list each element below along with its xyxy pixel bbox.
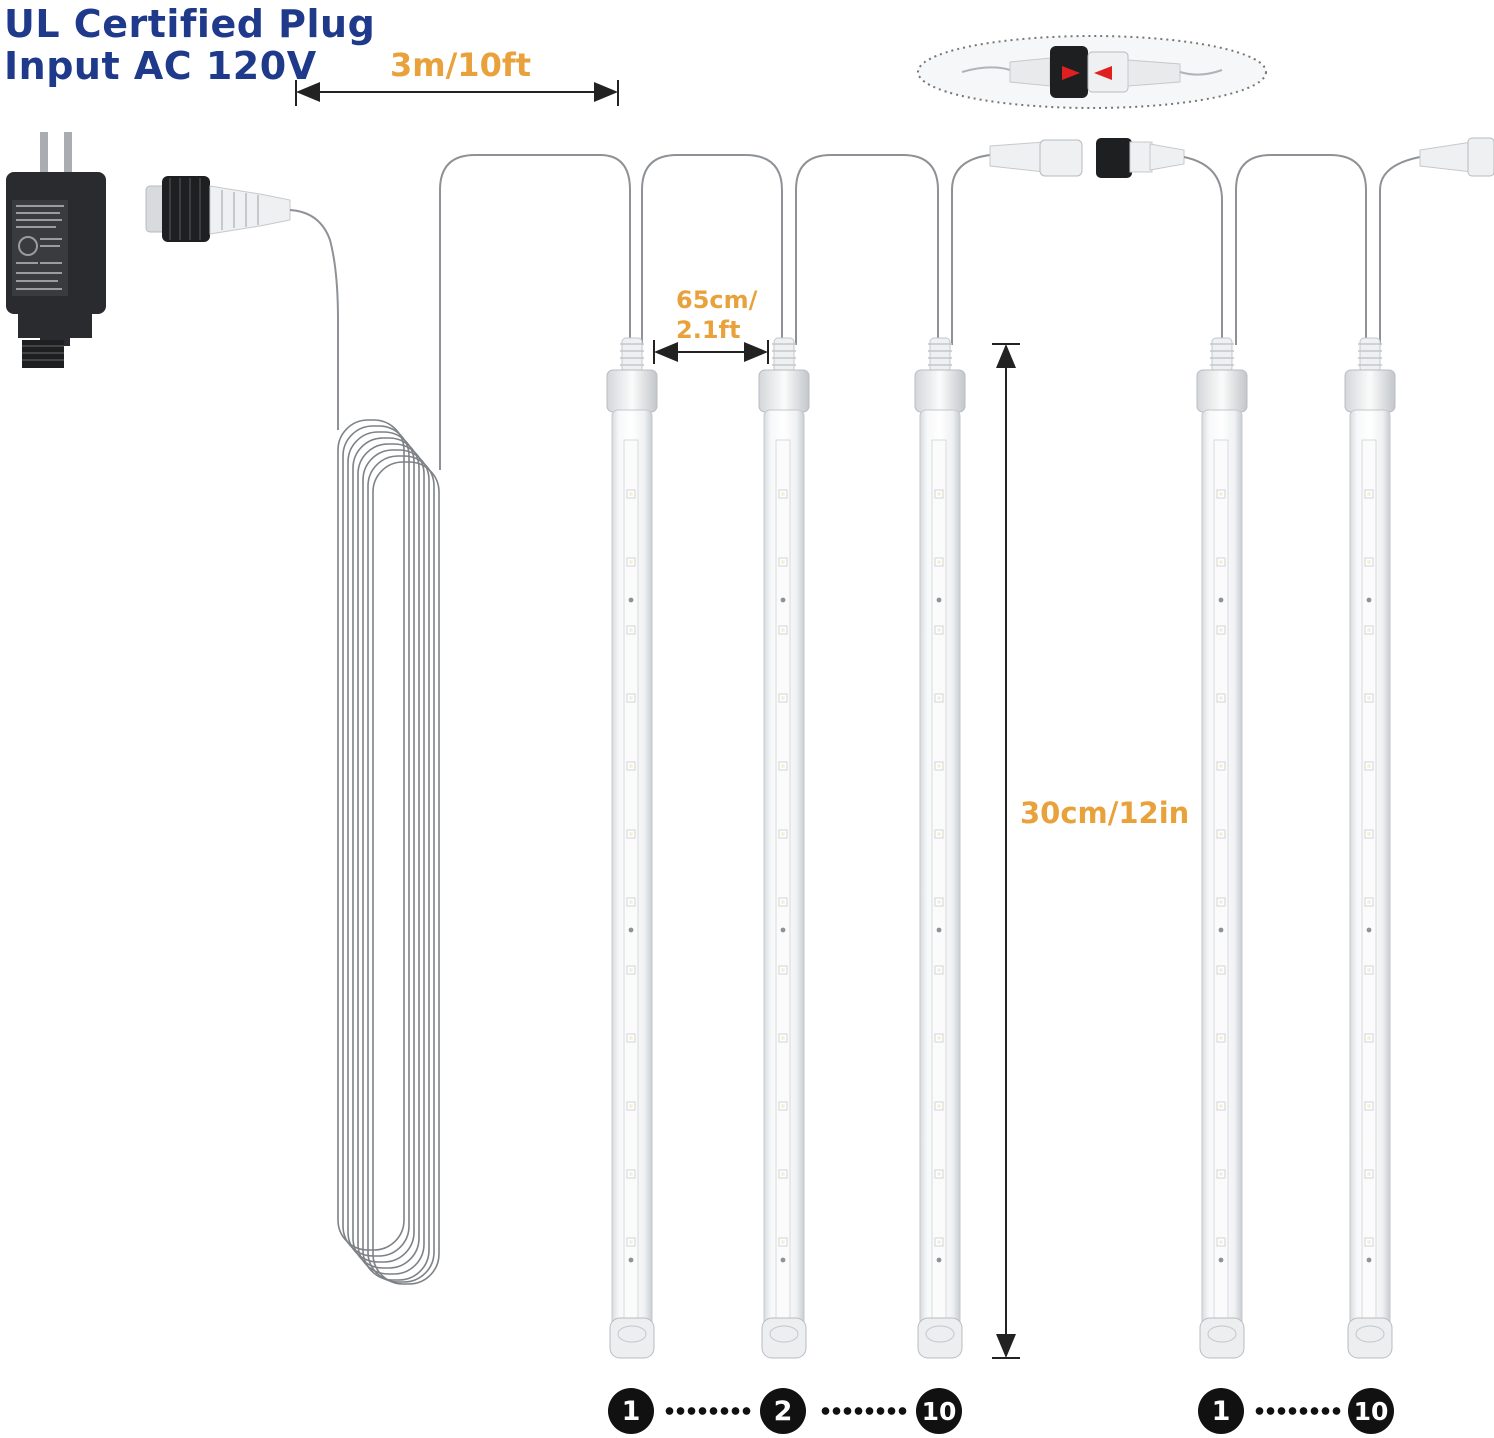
set1-badge-second: 2 [760,1388,806,1434]
feed-cable [439,154,631,470]
power-adapter-icon [6,132,106,368]
spacing-label-line2: 2.1ft [676,316,741,344]
ellipsis-dots [1254,1407,1342,1415]
tube-group [606,337,1396,1359]
set2-cables [1183,154,1421,345]
spacing-label-line1: 65cm/ [676,286,758,314]
set1-badge-first: 1 [608,1388,654,1434]
heading-line1: UL Certified Plug [4,2,376,46]
led-meteor-tube-icon [914,337,966,1359]
set1-cables [641,154,991,345]
tube-length-label: 30cm/12in [1020,796,1190,830]
ellipsis-dots [820,1407,908,1415]
set1-badge-last: 10 [916,1388,962,1434]
tube-length-dimension [992,343,1020,1359]
lead-length-label: 3m/10ft [390,46,532,84]
set2-badge-last: 10 [1348,1388,1394,1434]
heading-line2: Input AC 120V [4,44,317,88]
led-meteor-tube-icon [606,337,658,1359]
led-meteor-tube-icon [1344,337,1396,1359]
led-meteor-tube-icon [758,337,810,1359]
connector-detail [917,35,1267,109]
waterproof-connector-icon [989,138,1185,178]
set2-badge-first: 1 [1198,1388,1244,1434]
led-meteor-tube-icon [1196,337,1248,1359]
waterproof-connector-icon [1419,137,1494,177]
coiled-cable-icon [337,419,440,1285]
spacing-dimension [653,340,769,364]
ellipsis-dots [664,1407,752,1415]
lead-length-dimension [295,80,619,106]
waterproof-connector-icon [145,176,291,242]
lead-cable [289,209,339,430]
